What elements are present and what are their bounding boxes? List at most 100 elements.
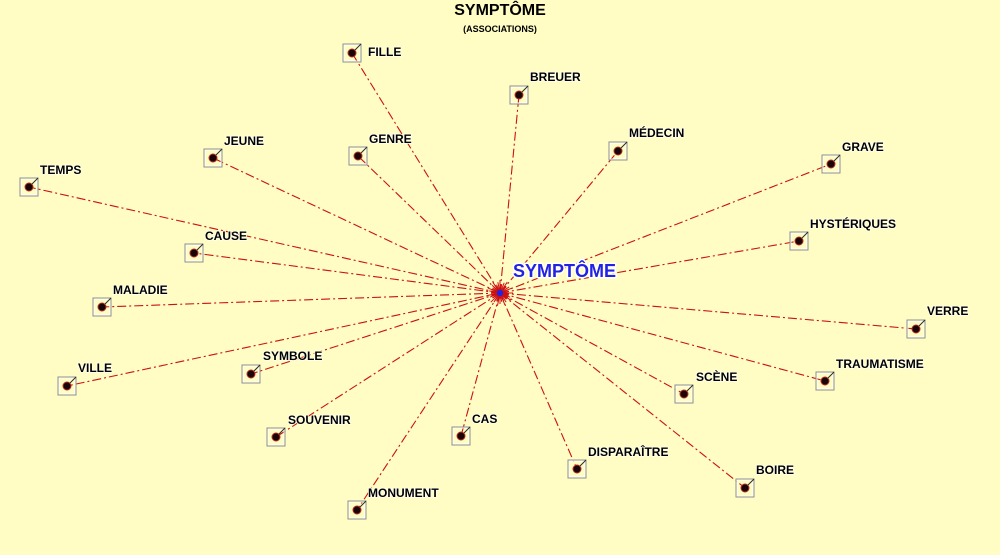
node-label: MALADIE [113, 283, 168, 297]
node-box [608, 141, 628, 161]
association-link [499, 292, 685, 395]
node-label: FILLE [368, 45, 401, 59]
node-dot [271, 432, 281, 442]
association-link [212, 157, 501, 294]
association-link [499, 292, 578, 470]
node-label: MONUMENT [368, 486, 439, 500]
association-link [193, 252, 501, 294]
association-node: SYMBOLE [241, 348, 323, 384]
node-label: TEMPS [40, 163, 81, 177]
node-box [735, 478, 755, 498]
diagram-subtitle: (ASSOCIATIONS) [463, 24, 537, 34]
association-node: SOUVENIR [266, 412, 352, 447]
association-node: TRAUMATISME [815, 356, 925, 391]
node-label: GRAVE [842, 140, 884, 154]
node-dot [208, 153, 218, 163]
node-label: VERRE [927, 304, 968, 318]
association-link [275, 292, 501, 438]
node-box [821, 154, 841, 174]
node-box-highlight [907, 320, 925, 338]
node-dot [62, 381, 72, 391]
node-box [567, 459, 587, 479]
node-label: DISPARAÎTRE [588, 444, 668, 459]
node-box-highlight [675, 385, 693, 403]
association-link [356, 292, 501, 511]
node-box [509, 85, 529, 105]
node-dot [794, 236, 804, 246]
node-box-highlight [609, 142, 627, 160]
association-node: MÉDECIN [608, 124, 685, 161]
node-box-highlight [267, 428, 285, 446]
association-node: FILLE [342, 43, 402, 63]
association-link [499, 94, 520, 294]
node-label: JEUNE [224, 134, 264, 148]
node-box [241, 364, 261, 384]
node-box-highlight [790, 232, 808, 250]
association-node: TEMPS [19, 162, 82, 197]
association-link [499, 292, 826, 382]
node-box [203, 148, 223, 168]
node-label: SCÈNE [696, 369, 737, 384]
node-box-highlight [510, 86, 528, 104]
node-box-highlight [816, 372, 834, 390]
node-dot [679, 389, 689, 399]
node-box-highlight [58, 377, 76, 395]
node-label: GENRE [369, 132, 412, 146]
node-box-highlight [204, 149, 222, 167]
node-dot [347, 48, 357, 58]
association-nodes: FILLE BREUER MÉDECIN GRAVE HYSTÉRIQUES VERRE T… [19, 43, 969, 520]
diagram-title: SYMPTÔME [454, 0, 546, 19]
node-box [815, 371, 835, 391]
node-box-highlight [343, 44, 361, 62]
node-box-highlight [348, 501, 366, 519]
association-node: CAUSE [184, 228, 248, 263]
node-box-highlight [20, 178, 38, 196]
node-dot [24, 182, 34, 192]
node-label: VILLE [78, 361, 112, 375]
association-node: VERRE [906, 303, 969, 339]
association-link [499, 292, 746, 489]
node-label: CAUSE [205, 229, 247, 243]
association-node: CAS [451, 411, 498, 446]
association-link [499, 163, 832, 294]
node-box [674, 384, 694, 404]
node-box [92, 297, 112, 317]
node-box-highlight [452, 427, 470, 445]
node-dot [456, 431, 466, 441]
association-link [357, 155, 501, 294]
association-link [499, 150, 619, 294]
node-box [184, 243, 204, 263]
association-node: GRAVE [821, 139, 885, 174]
association-link [101, 292, 501, 308]
node-dot [613, 146, 623, 156]
node-dot [572, 464, 582, 474]
association-node: DISPARAÎTRE [567, 443, 669, 479]
node-box-highlight [736, 479, 754, 497]
association-node: JEUNE [203, 133, 265, 168]
association-link [351, 52, 501, 294]
node-label: SYMBOLE [263, 349, 322, 363]
association-node: SCÈNE [674, 368, 738, 404]
node-box-highlight [93, 298, 111, 316]
association-links [28, 52, 917, 511]
hub-dot [496, 289, 504, 297]
association-node: BREUER [509, 69, 582, 105]
association-node: VILLE [57, 360, 113, 396]
node-box [347, 500, 367, 520]
node-box-highlight [568, 460, 586, 478]
node-box-highlight [822, 155, 840, 173]
association-link [460, 292, 501, 437]
association-link [66, 292, 501, 387]
node-dot [911, 324, 921, 334]
node-box [789, 231, 809, 251]
node-box [348, 146, 368, 166]
node-dot [189, 248, 199, 258]
association-node: MALADIE [92, 282, 168, 317]
node-dot [97, 302, 107, 312]
node-box-highlight [185, 244, 203, 262]
node-label: CAS [472, 412, 497, 426]
association-node: HYSTÉRIQUES [789, 215, 897, 251]
node-box-highlight [242, 365, 260, 383]
node-dot [353, 151, 363, 161]
